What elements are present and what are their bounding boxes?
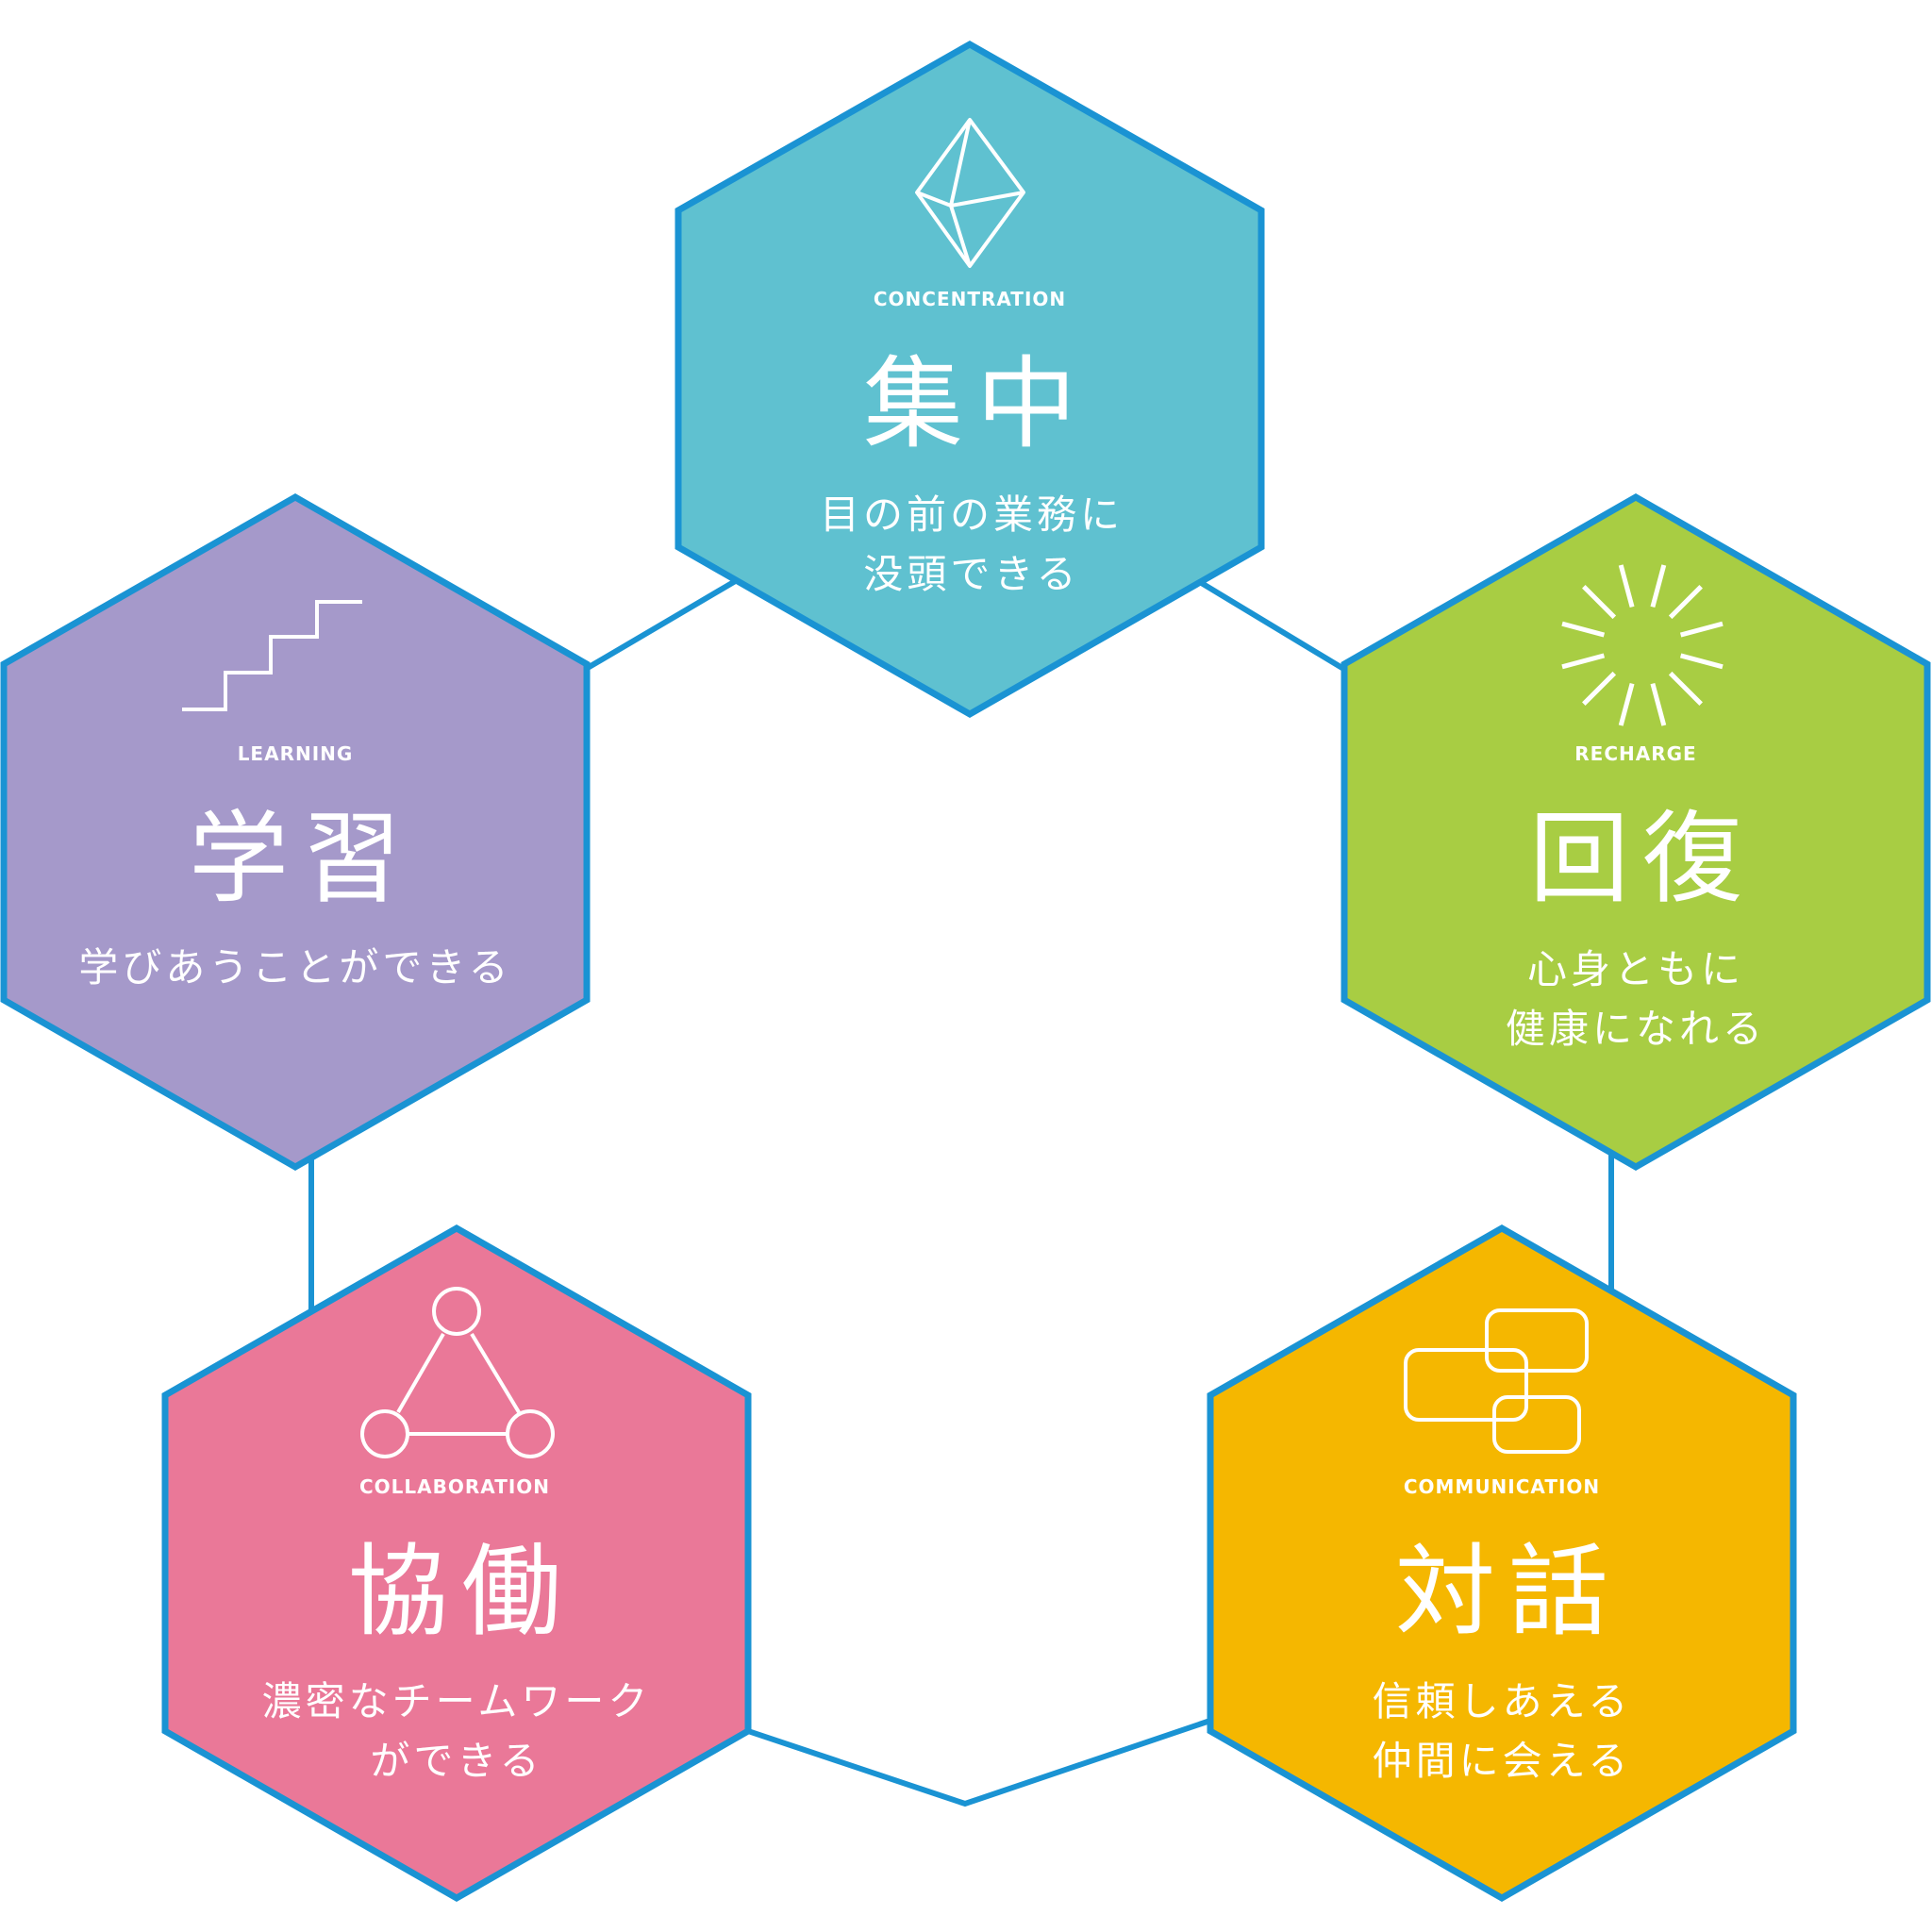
hexagon-recharge-shape xyxy=(1341,492,1931,1172)
concentration-desc-line-2: 没頭できる xyxy=(863,551,1079,597)
ray-line xyxy=(1582,671,1617,706)
triangle-nodes-icon xyxy=(360,1287,555,1458)
recharge-desc-line-1: 心身ともに xyxy=(1527,946,1744,992)
hexagon-learning: LEARNING 学習 学びあうことができる xyxy=(0,492,591,1172)
collaboration-desc-line-2: ができる xyxy=(370,1738,542,1784)
ray-line xyxy=(1650,564,1667,608)
learning-title: 学習 xyxy=(189,801,415,917)
ray-line xyxy=(1618,564,1635,608)
radiating-lines-icon xyxy=(1561,564,1724,726)
hexagon-recharge: RECHARGE 回復 心身ともに 健康になれる xyxy=(1341,492,1931,1172)
recharge-desc-line-2: 健康になれる xyxy=(1506,1006,1766,1052)
concentration-title: 集中 xyxy=(863,346,1090,462)
staircase-icon xyxy=(182,600,362,711)
hexagon-concentration: CONCENTRATION 集中 目の前の業務に 没頭できる xyxy=(675,40,1265,719)
collaboration-en-label: COLLABORATION xyxy=(359,1475,550,1498)
concentration-en-label: CONCENTRATION xyxy=(874,288,1066,310)
hexagon-collaboration-shape xyxy=(161,1224,752,1903)
ray-line xyxy=(1650,682,1667,726)
ray-line xyxy=(1561,653,1606,670)
communication-desc-line-2: 仲間に会える xyxy=(1373,1738,1632,1784)
collaboration-desc-line-1: 濃密なチームワーク xyxy=(262,1678,652,1724)
learning-en-label: LEARNING xyxy=(238,742,354,765)
hexagon-learning-shape xyxy=(0,492,591,1172)
recharge-en-label: RECHARGE xyxy=(1574,742,1696,765)
recharge-title: 回復 xyxy=(1529,801,1756,917)
hexagon-communication-shape xyxy=(1207,1224,1797,1903)
hexagon-collaboration: COLLABORATION 協働 濃密なチームワーク ができる xyxy=(161,1224,752,1903)
concentration-desc-line-1: 目の前の業務に xyxy=(820,491,1124,538)
diamond-crystal-icon xyxy=(915,118,1025,268)
ray-line xyxy=(1561,621,1606,638)
ray-line xyxy=(1668,671,1703,706)
communication-title: 対話 xyxy=(1395,1534,1622,1650)
ray-line xyxy=(1582,585,1617,620)
communication-desc-line-1: 信頼しあえる xyxy=(1373,1678,1632,1724)
hexagon-concentration-shape xyxy=(675,40,1265,719)
overlapping-rectangles-icon xyxy=(1404,1308,1589,1454)
ray-line xyxy=(1679,621,1724,638)
hexagon-communication: COMMUNICATION 対話 信頼しあえる 仲間に会える xyxy=(1207,1224,1797,1903)
ray-line xyxy=(1679,653,1724,670)
ray-line xyxy=(1618,682,1635,726)
communication-en-label: COMMUNICATION xyxy=(1404,1475,1600,1498)
collaboration-title: 協働 xyxy=(348,1534,575,1650)
learning-desc-line-1: 学びあうことができる xyxy=(78,944,511,991)
ray-line xyxy=(1668,585,1703,620)
